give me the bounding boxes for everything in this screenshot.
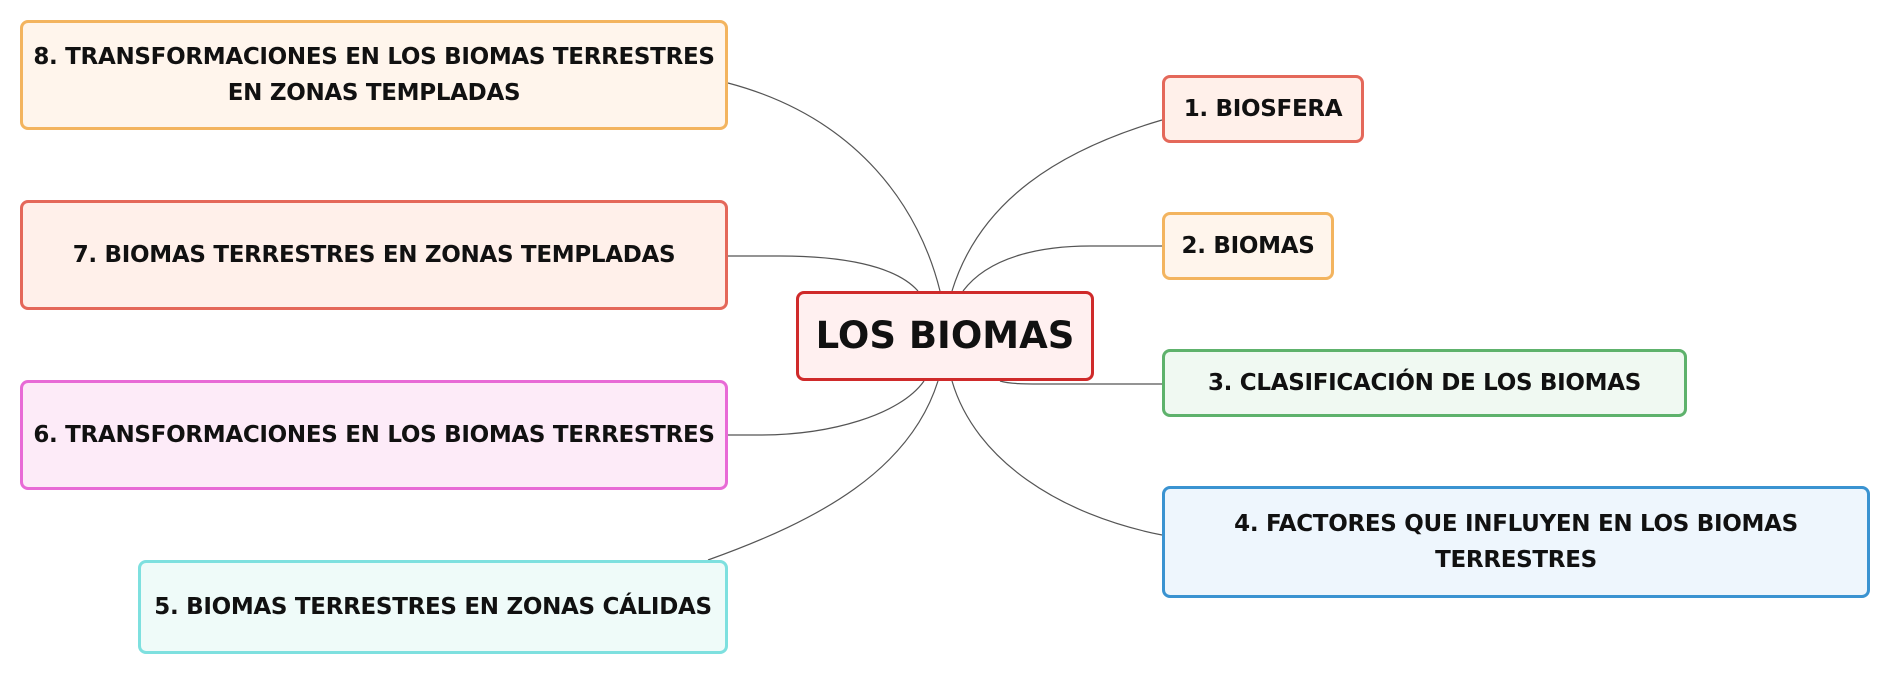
- connector-n8: [727, 82, 941, 292]
- topic-label: 3. CLASIFICACIÓN DE LOS BIOMAS: [1207, 370, 1642, 396]
- topic-node-1[interactable]: 1. BIOSFERA: [1162, 75, 1364, 143]
- connector-n2: [962, 245, 1162, 292]
- topic-node-4[interactable]: 4. FACTORES QUE INFLUYEN EN LOS BIOMAS T…: [1162, 486, 1870, 598]
- topic-node-5[interactable]: 5. BIOMAS TERRESTRES EN ZONAS CÁLIDAS: [138, 560, 728, 654]
- connector-n7: [728, 255, 919, 292]
- topic-label: 6. TRANSFORMACIONES EN LOS BIOMAS TERRES…: [33, 422, 715, 448]
- topic-node-7[interactable]: 7. BIOMAS TERRESTRES EN ZONAS TEMPLADAS: [20, 200, 728, 310]
- topic-node-6[interactable]: 6. TRANSFORMACIONES EN LOS BIOMAS TERRES…: [20, 380, 728, 490]
- connector-n6: [728, 380, 925, 436]
- topic-label: 1. BIOSFERA: [1183, 96, 1343, 122]
- central-topic[interactable]: LOS BIOMAS: [796, 291, 1094, 381]
- connector-n4: [951, 380, 1163, 536]
- connector-n5: [707, 380, 939, 561]
- topic-label: 7. BIOMAS TERRESTRES EN ZONAS TEMPLADAS: [72, 242, 676, 268]
- topic-label: 8. TRANSFORMACIONES EN LOS BIOMAS TERRES…: [33, 44, 715, 106]
- topic-node-8[interactable]: 8. TRANSFORMACIONES EN LOS BIOMAS TERRES…: [20, 20, 728, 130]
- topic-node-2[interactable]: 2. BIOMAS: [1162, 212, 1334, 280]
- topic-label: 2. BIOMAS: [1181, 233, 1315, 259]
- connector-n3: [999, 380, 1162, 385]
- connector-n1: [951, 119, 1163, 292]
- topic-node-3[interactable]: 3. CLASIFICACIÓN DE LOS BIOMAS: [1162, 349, 1687, 417]
- central-topic-label: LOS BIOMAS: [815, 314, 1075, 357]
- topic-label: 5. BIOMAS TERRESTRES EN ZONAS CÁLIDAS: [154, 594, 712, 620]
- topic-label: 4. FACTORES QUE INFLUYEN EN LOS BIOMAS T…: [1234, 511, 1798, 573]
